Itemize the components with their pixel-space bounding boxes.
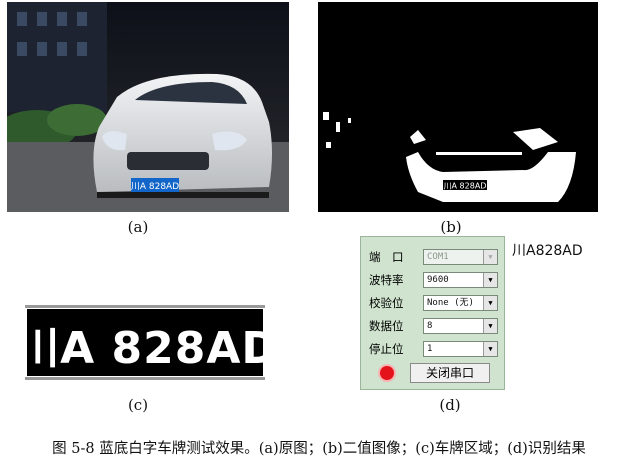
databits-value: 8 xyxy=(427,321,433,331)
plate-text-c: 川A 828AD xyxy=(25,323,265,374)
close-port-button[interactable]: 关闭串口 xyxy=(410,363,490,383)
parity-select[interactable]: None (无) ▼ xyxy=(423,295,498,311)
chevron-down-icon: ▼ xyxy=(483,296,497,310)
port-row: 端 口 COM1 ▼ xyxy=(369,249,499,265)
baud-label: 波特率 xyxy=(369,273,404,287)
status-indicator-icon xyxy=(380,366,394,380)
plate-region-image: 川A 828AD xyxy=(25,305,265,380)
caption-c: (c) xyxy=(127,396,149,414)
databits-select[interactable]: 8 ▼ xyxy=(423,318,498,334)
parity-row: 校验位 None (无) ▼ xyxy=(369,295,499,311)
parity-label: 校验位 xyxy=(369,296,404,310)
stopbits-label: 停止位 xyxy=(369,342,404,356)
stopbits-row: 停止位 1 ▼ xyxy=(369,341,499,357)
car-photo-illustration: 川A 828AD xyxy=(7,2,289,212)
baud-row: 波特率 9600 ▼ xyxy=(369,272,499,288)
baud-value: 9600 xyxy=(427,275,449,285)
original-photo: 川A 828AD xyxy=(7,2,289,212)
stopbits-select[interactable]: 1 ▼ xyxy=(423,341,498,357)
recognition-result: 川A828AD xyxy=(512,243,583,259)
plate-text-b: 川A 828AD xyxy=(444,182,487,191)
port-label: 端 口 xyxy=(369,250,404,264)
databits-label: 数据位 xyxy=(369,319,404,333)
chevron-down-icon: ▼ xyxy=(483,250,497,264)
parity-value: None (无) xyxy=(427,298,474,308)
binary-image: 川A 828AD xyxy=(318,2,598,212)
port-value: COM1 xyxy=(427,252,449,262)
baud-select[interactable]: 9600 ▼ xyxy=(423,272,498,288)
caption-a: (a) xyxy=(127,218,149,236)
chevron-down-icon: ▼ xyxy=(483,342,497,356)
port-select[interactable]: COM1 ▼ xyxy=(423,249,498,265)
plate-region-illustration: 川A 828AD xyxy=(25,305,265,380)
caption-b: (b) xyxy=(440,218,462,236)
caption-d: (d) xyxy=(439,396,461,414)
stopbits-value: 1 xyxy=(427,344,433,354)
binary-car-illustration: 川A 828AD xyxy=(318,2,598,212)
chevron-down-icon: ▼ xyxy=(483,319,497,333)
plate-text-a: 川A 828AD xyxy=(131,182,179,192)
figure-caption: 图 5-8 蓝底白字车牌测试效果。(a)原图；(b)二值图像；(c)车牌区域；(… xyxy=(52,441,586,457)
databits-row: 数据位 8 ▼ xyxy=(369,318,499,334)
chevron-down-icon: ▼ xyxy=(483,273,497,287)
